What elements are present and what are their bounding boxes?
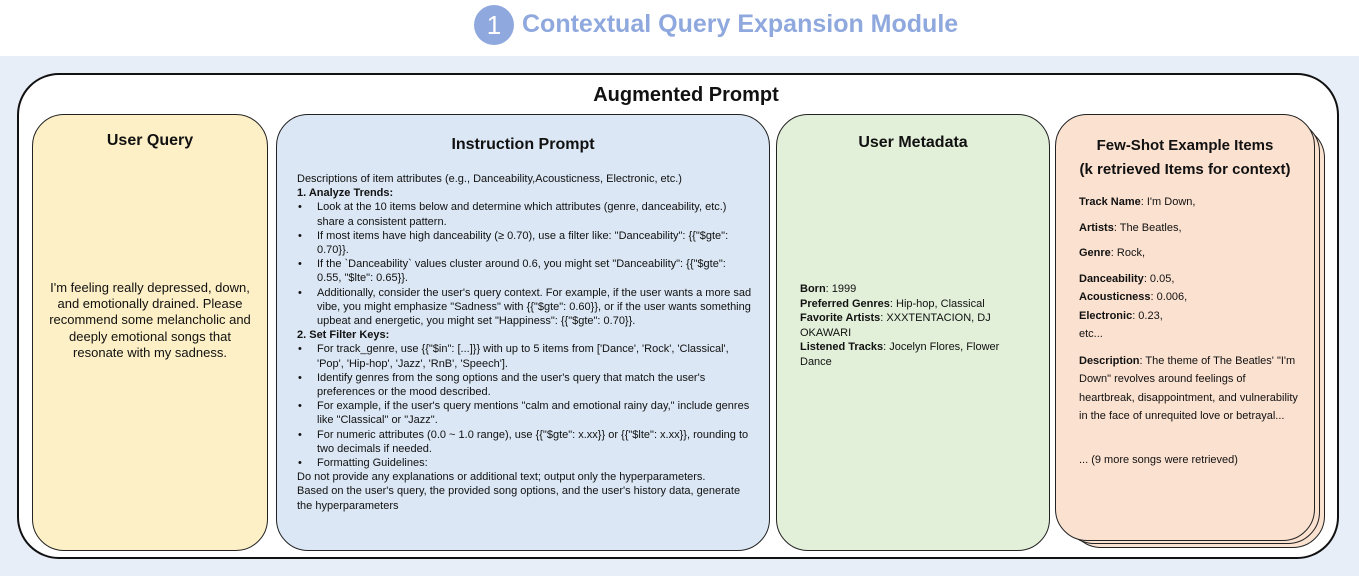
- few-shot-more-note: ... (9 more songs were retrieved): [1079, 453, 1238, 466]
- metadata-born: Born: 1999: [800, 283, 857, 295]
- few-shot-genre: Genre: Rock,: [1079, 247, 1146, 259]
- instruction-intro: Descriptions of item attributes (e.g., D…: [297, 173, 682, 185]
- few-shot-danceability: Danceability: 0.05,: [1079, 272, 1175, 285]
- list-item: •Identify genres from the song options a…: [298, 371, 706, 399]
- closing-line: Based on the user's query, the provided …: [297, 485, 741, 512]
- metadata-preferred-genres: Preferred Genres: Hip-hop, Classical: [800, 297, 985, 310]
- user-query-panel: User Query I'm feeling really depressed,…: [32, 114, 268, 551]
- closing-line: Do not provide any explanations or addit…: [297, 471, 706, 484]
- list-item: •For numeric attributes (0.0 ~ 1.0 range…: [298, 428, 749, 455]
- list-item: •If the `Danceability` values cluster ar…: [298, 258, 726, 285]
- list-item: •Formatting Guidelines:: [298, 457, 428, 470]
- few-shot-etc: etc...: [1079, 328, 1103, 340]
- section-heading-set-filter-keys: 2. Set Filter Keys:: [297, 329, 390, 342]
- instruction-prompt-title: Instruction Prompt: [451, 136, 595, 153]
- few-shot-body: Track Name: I'm Down, Artists: The Beatl…: [1079, 193, 1301, 469]
- list-item: •If most items have high danceability (≥…: [298, 229, 729, 257]
- metadata-favorite-artists: Favorite Artists: XXXTENTACION, DJ OKAWA…: [800, 312, 991, 339]
- few-shot-electronic: Electronic: 0.23,: [1079, 309, 1163, 322]
- user-metadata-panel: User Metadata Born: 1999 Preferred Genre…: [776, 114, 1050, 551]
- module-title: Contextual Query Expansion Module: [522, 10, 959, 38]
- user-query-text: I'm feeling really depressed, down, and …: [49, 280, 251, 360]
- user-metadata-body: Born: 1999 Preferred Genres: Hip-hop, Cl…: [800, 282, 1028, 370]
- section-heading-analyze-trends: 1. Analyze Trends:: [297, 187, 394, 200]
- augmented-prompt-title: Augmented Prompt: [593, 84, 779, 106]
- step-number-badge: 1: [474, 5, 514, 45]
- instruction-prompt-body: Descriptions of item attributes (e.g., D…: [297, 172, 752, 513]
- few-shot-title: Few-Shot Example Items (k retrieved Item…: [1079, 137, 1291, 178]
- user-query-title: User Query: [106, 132, 194, 149]
- few-shot-track-name: Track Name: I'm Down,: [1079, 196, 1196, 208]
- few-shot-panel: Few-Shot Example Items (k retrieved Item…: [1055, 114, 1315, 541]
- few-shot-acousticness: Acousticness: 0.006,: [1079, 291, 1188, 303]
- few-shot-artists: Artists: The Beatles,: [1079, 221, 1182, 234]
- module-header: 1 Contextual Query Expansion Module: [0, 0, 1359, 56]
- metadata-listened-tracks: Listened Tracks: Jocelyn Flores, Flower …: [800, 341, 1000, 368]
- list-item: •Additionally, consider the user's query…: [298, 286, 752, 328]
- list-item: •Look at the 10 items below and determin…: [298, 201, 727, 228]
- user-metadata-title: User Metadata: [858, 134, 968, 151]
- list-item: •For track_genre, use {{"$in": [...]}} w…: [298, 343, 729, 370]
- instruction-prompt-panel: Instruction Prompt Descriptions of item …: [276, 114, 770, 551]
- list-item: •For example, if the user's query mentio…: [298, 400, 750, 427]
- few-shot-description: Description: The theme of The Beatles' "…: [1079, 354, 1298, 423]
